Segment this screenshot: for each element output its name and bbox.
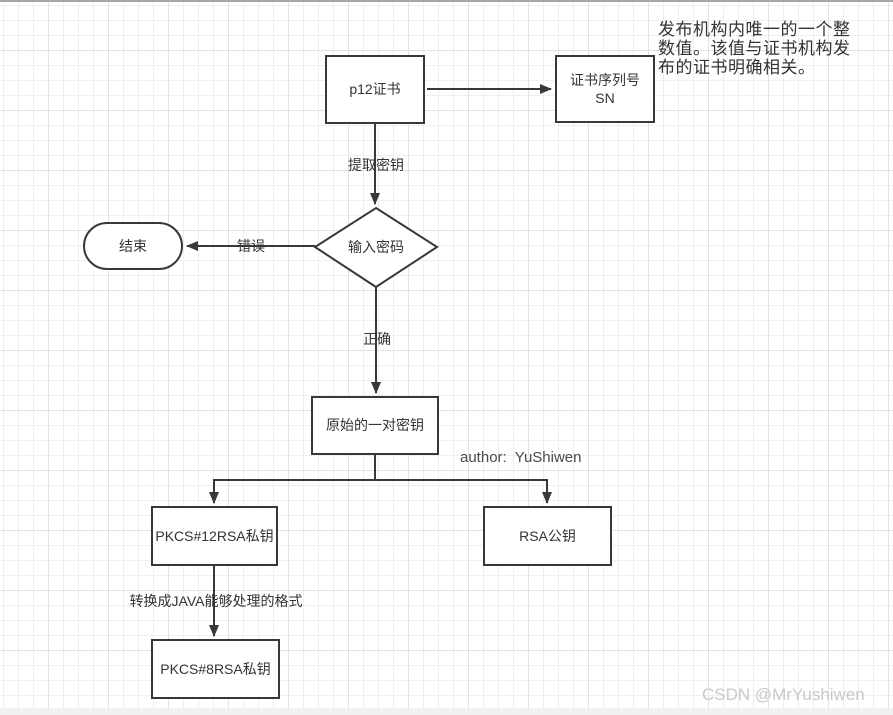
decision-diamond-shape <box>313 206 439 289</box>
canvas-top-border <box>0 0 893 2</box>
annotation-author: author: YuShiwen <box>460 449 582 466</box>
node-pkcs12-rsa-private-key: PKCS#12RSA私钥 <box>151 506 278 566</box>
node-pkcs8-rsa-private-key: PKCS#8RSA私钥 <box>151 639 280 699</box>
annotation-sn-note: 发布机构内唯一的一个整数值。该值与证书机构发布的证书明确相关。 <box>658 20 851 77</box>
edge-label-error: 错误 <box>237 238 265 254</box>
node-rsa-public-key: RSA公钥 <box>483 506 612 566</box>
node-cert-serial-number: 证书序列号 SN <box>555 55 655 123</box>
edge-label-extract-key: 提取密钥 <box>348 157 404 173</box>
watermark-text: CSDN @MrYushiwen <box>702 685 865 704</box>
node-input-password-label: 输入密码 <box>348 239 404 255</box>
node-original-keypair: 原始的一对密钥 <box>311 396 439 455</box>
node-end-terminator: 结束 <box>83 222 183 270</box>
canvas-bottom-strip <box>0 708 893 715</box>
edge-label-correct: 正确 <box>363 331 391 347</box>
edge-label-convert-to-java-format: 转换成JAVA能够处理的格式 <box>129 593 303 609</box>
node-p12-cert: p12证书 <box>325 55 425 124</box>
